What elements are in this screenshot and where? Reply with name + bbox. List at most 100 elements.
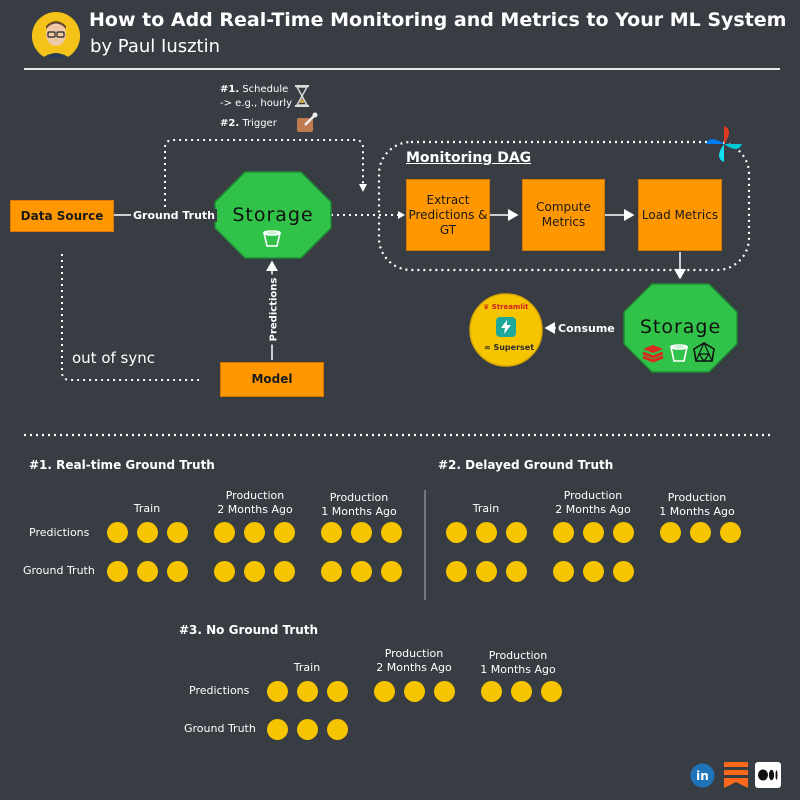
data-dot <box>321 522 342 543</box>
dot-group <box>321 522 402 543</box>
dot-group <box>446 522 527 543</box>
out-of-sync-label: out of sync <box>72 349 156 367</box>
section-3-row-predictions: Predictions <box>189 684 250 697</box>
model-box[interactable]: Model <box>220 362 324 397</box>
data-dot <box>583 561 604 582</box>
data-dot <box>321 561 342 582</box>
data-dot <box>434 681 455 702</box>
polyhedron-icon <box>693 342 715 363</box>
bucket-icon <box>262 230 282 252</box>
substack-icon[interactable] <box>723 761 749 793</box>
dot-group <box>446 561 527 582</box>
trigger-icon <box>295 112 319 138</box>
redis-icon <box>642 345 664 363</box>
data-dot <box>690 522 711 543</box>
section-1-col-1mo: Production 1 Months Ago <box>321 491 397 518</box>
streamlit-icon: ♛ <box>483 303 490 311</box>
section-3-col-1mo: Production 1 Months Ago <box>480 649 556 676</box>
data-dot <box>274 561 295 582</box>
data-dot <box>297 681 318 702</box>
data-dot <box>541 681 562 702</box>
data-dot <box>267 681 288 702</box>
bolt-icon <box>496 317 516 341</box>
data-dot <box>167 561 188 582</box>
data-dot <box>481 681 502 702</box>
section-3-row-ground-truth: Ground Truth <box>184 722 256 735</box>
trigger-dotted-line <box>164 139 364 213</box>
dot-group <box>553 561 634 582</box>
data-dot <box>381 561 402 582</box>
data-dot <box>137 561 158 582</box>
data-dot <box>476 522 497 543</box>
data-dot <box>613 522 634 543</box>
data-dot <box>446 561 467 582</box>
data-dot <box>167 522 188 543</box>
data-dot <box>506 561 527 582</box>
data-dot <box>446 522 467 543</box>
data-dot <box>297 719 318 740</box>
data-dot <box>244 522 265 543</box>
author-avatar <box>32 12 80 60</box>
metrics-storage-label[interactable]: Storage <box>639 316 722 338</box>
extract-predictions-box[interactable]: Extract Predictions & GT <box>406 179 490 251</box>
header-divider <box>24 68 780 70</box>
section-1-row-predictions: Predictions <box>29 526 90 539</box>
section-1-col-train: Train <box>133 502 161 515</box>
dot-group <box>107 561 188 582</box>
dot-group <box>267 681 348 702</box>
data-dot <box>374 681 395 702</box>
data-dot <box>720 522 741 543</box>
metrics-storage-icons <box>641 342 715 364</box>
data-dot <box>381 522 402 543</box>
data-dot <box>107 561 128 582</box>
data-dot <box>553 522 574 543</box>
dot-group <box>214 522 295 543</box>
data-dot <box>583 522 604 543</box>
data-dot <box>660 522 681 543</box>
data-dot <box>327 681 348 702</box>
compute-metrics-box[interactable]: Compute Metrics <box>522 179 605 251</box>
data-dot <box>404 681 425 702</box>
predictions-label: Predictions <box>268 274 280 345</box>
section-1-row-ground-truth: Ground Truth <box>23 564 95 577</box>
dot-group <box>214 561 295 582</box>
section-3-col-train: Train <box>293 661 321 674</box>
monitoring-dag-frame <box>377 140 751 272</box>
section-3-col-2mo: Production 2 Months Ago <box>376 647 452 674</box>
monitoring-dag-title: Monitoring DAG <box>406 150 532 166</box>
section-1-title: #1. Real-time Ground Truth <box>29 458 215 472</box>
section-2-col-train: Train <box>472 502 500 515</box>
data-dot <box>476 561 497 582</box>
bucket-icon-small <box>670 344 688 362</box>
data-dot <box>613 561 634 582</box>
data-dot <box>351 561 372 582</box>
linkedin-icon[interactable]: in <box>690 763 715 792</box>
superset-logo: ∞ Superset <box>484 343 535 352</box>
section-1-col-2mo: Production 2 Months Ago <box>217 489 293 516</box>
data-dot <box>267 719 288 740</box>
data-dot <box>137 522 158 543</box>
section-3-title: #3. No Ground Truth <box>179 623 319 637</box>
dot-group <box>374 681 455 702</box>
medium-icon[interactable] <box>755 762 781 792</box>
dot-group <box>553 522 634 543</box>
svg-text:in: in <box>696 769 709 783</box>
data-dot <box>327 719 348 740</box>
dot-group <box>481 681 562 702</box>
data-dot <box>506 522 527 543</box>
schedule-note: #1. Schedule -> e.g., hourly <box>220 84 292 109</box>
ground-truth-label: Ground Truth <box>131 209 218 222</box>
page-subtitle: by Paul Iusztin <box>90 36 221 57</box>
section-2-col-1mo: Production 1 Months Ago <box>659 491 735 518</box>
dot-group <box>107 522 188 543</box>
data-dot <box>351 522 372 543</box>
section-2-col-2mo: Production 2 Months Ago <box>555 489 631 516</box>
load-metrics-box[interactable]: Load Metrics <box>638 179 722 251</box>
page-title: How to Add Real-Time Monitoring and Metr… <box>89 9 787 31</box>
section-2-title: #2. Delayed Ground Truth <box>438 458 614 472</box>
storage-label[interactable]: Storage <box>232 204 314 226</box>
dot-group <box>321 561 402 582</box>
data-dot <box>214 561 235 582</box>
data-source-box[interactable]: Data Source <box>10 200 114 232</box>
hourglass-icon <box>294 84 310 112</box>
